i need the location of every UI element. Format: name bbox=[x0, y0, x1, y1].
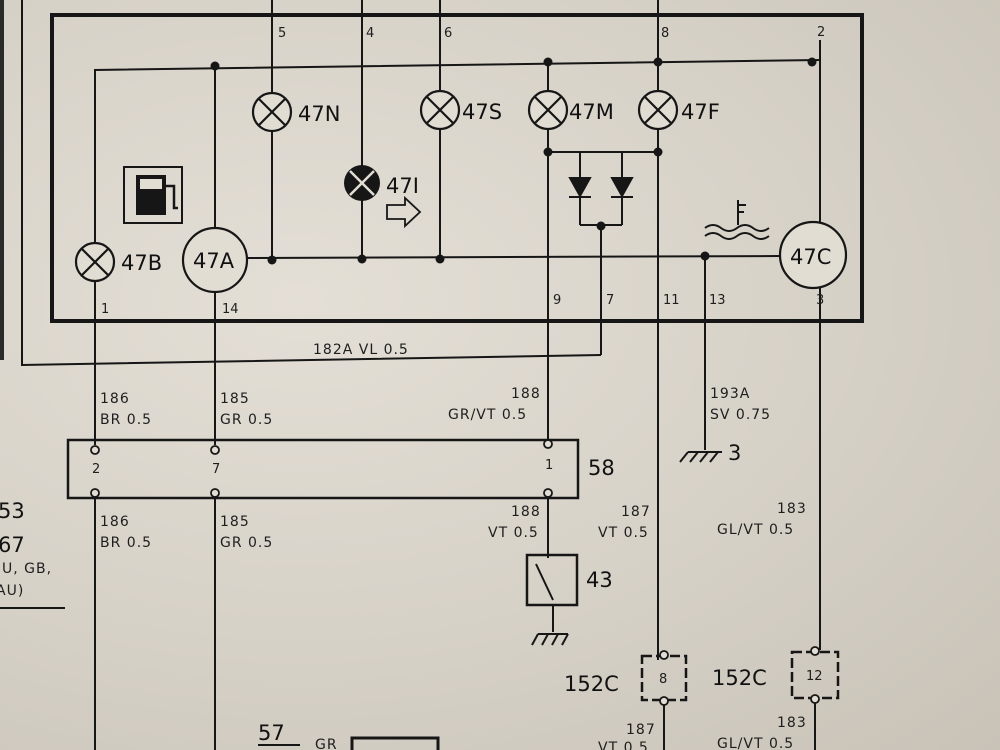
connector-58-pin-1: 1 bbox=[545, 458, 553, 473]
pin-6: 6 bbox=[444, 26, 452, 41]
label-47f: 47F bbox=[681, 100, 720, 124]
wire-188-top-num: 188 bbox=[511, 386, 541, 402]
wire-187-lower-spec: VT 0.5 bbox=[598, 740, 649, 750]
pin-3: 3 bbox=[816, 293, 824, 308]
label-47n: 47N bbox=[298, 102, 340, 126]
connector-152c-pin-12: 12 bbox=[806, 669, 823, 684]
gauge-47c-icon bbox=[778, 220, 848, 290]
pin-14: 14 bbox=[222, 302, 239, 317]
wire-187-num: 187 bbox=[621, 504, 651, 520]
wire-187-lower-num: 187 bbox=[626, 722, 656, 738]
label-47i: 47I bbox=[386, 174, 419, 198]
label-47s: 47S bbox=[462, 100, 502, 124]
wire-186-bottom-spec: BR 0.5 bbox=[100, 535, 152, 551]
label-ground-3: 3 bbox=[728, 441, 741, 465]
lamp-47s-icon bbox=[419, 89, 461, 131]
wire-185-top-spec: GR 0.5 bbox=[220, 412, 273, 428]
connector-58-pin-7: 7 bbox=[212, 462, 220, 477]
wire-193a-spec: SV 0.75 bbox=[710, 407, 771, 423]
arrow-icon bbox=[386, 195, 422, 229]
lamp-47m-icon bbox=[527, 89, 569, 131]
wire-188-bottom-spec: VT 0.5 bbox=[488, 525, 539, 541]
page-edge-shadow bbox=[0, 0, 4, 360]
label-47b: 47B bbox=[121, 251, 162, 275]
margin-note-53: 53 bbox=[0, 499, 25, 523]
wire-187-spec: VT 0.5 bbox=[598, 525, 649, 541]
wire-185-bottom-num: 185 bbox=[220, 514, 250, 530]
pin-4: 4 bbox=[366, 26, 374, 41]
diode-left bbox=[568, 177, 592, 199]
wire-185-bottom-spec: GR 0.5 bbox=[220, 535, 273, 551]
fuel-pump-icon bbox=[123, 166, 183, 224]
cluster-bus-top bbox=[94, 59, 821, 293]
pin-7: 7 bbox=[606, 293, 614, 308]
wire-193a-num: 193A bbox=[710, 386, 750, 402]
instrument-cluster-border bbox=[50, 13, 864, 323]
margin-note-u-gb: U, GB, bbox=[2, 561, 52, 577]
connector-152c-pin-8: 8 bbox=[659, 672, 667, 687]
wire-186-bottom-num: 186 bbox=[100, 514, 130, 530]
gauge-47a-icon bbox=[181, 226, 249, 294]
wire-183-spec: GL/VT 0.5 bbox=[717, 522, 794, 538]
label-47a: 47A bbox=[193, 249, 235, 273]
wire-gr-cut: GR bbox=[315, 737, 338, 750]
pin-9: 9 bbox=[553, 293, 561, 308]
lamp-47f-icon bbox=[637, 89, 679, 131]
label-57: 57 bbox=[258, 721, 285, 745]
pin-2: 2 bbox=[817, 25, 825, 40]
pin-11: 11 bbox=[663, 293, 680, 308]
wire-186-top-spec: BR 0.5 bbox=[100, 412, 152, 428]
label-47m: 47M bbox=[569, 100, 614, 124]
lamp-47n-icon bbox=[251, 91, 293, 133]
wire-188-bottom-num: 188 bbox=[511, 504, 541, 520]
pin-5: 5 bbox=[278, 26, 286, 41]
pin-1: 1 bbox=[101, 302, 109, 317]
label-152c-left: 152C bbox=[564, 672, 619, 696]
label-47c: 47C bbox=[790, 245, 831, 269]
lamp-47i-icon bbox=[344, 165, 380, 201]
lamp-47b-icon bbox=[74, 241, 116, 283]
wire-183-lower-num: 183 bbox=[777, 715, 807, 731]
diode-right bbox=[610, 177, 634, 199]
pin-13: 13 bbox=[709, 293, 726, 308]
wire-185-top-num: 185 bbox=[220, 391, 250, 407]
wire-183-lower-spec: GL/VT 0.5 bbox=[717, 736, 794, 750]
wire-183-num: 183 bbox=[777, 501, 807, 517]
label-152c-right: 152C bbox=[712, 666, 767, 690]
connector-58-pin-2: 2 bbox=[92, 462, 100, 477]
pin-8: 8 bbox=[661, 26, 669, 41]
label-switch-43: 43 bbox=[586, 568, 613, 592]
connector-58-box bbox=[66, 438, 580, 500]
margin-note-au: AU) bbox=[0, 583, 24, 599]
label-connector-58: 58 bbox=[588, 456, 615, 480]
wire-186-top-num: 186 bbox=[100, 391, 130, 407]
temperature-icon bbox=[704, 200, 770, 240]
wire-188-top-spec: GR/VT 0.5 bbox=[448, 407, 527, 423]
margin-note-67: 67 bbox=[0, 533, 25, 557]
wire-182a: 182A VL 0.5 bbox=[313, 342, 409, 358]
